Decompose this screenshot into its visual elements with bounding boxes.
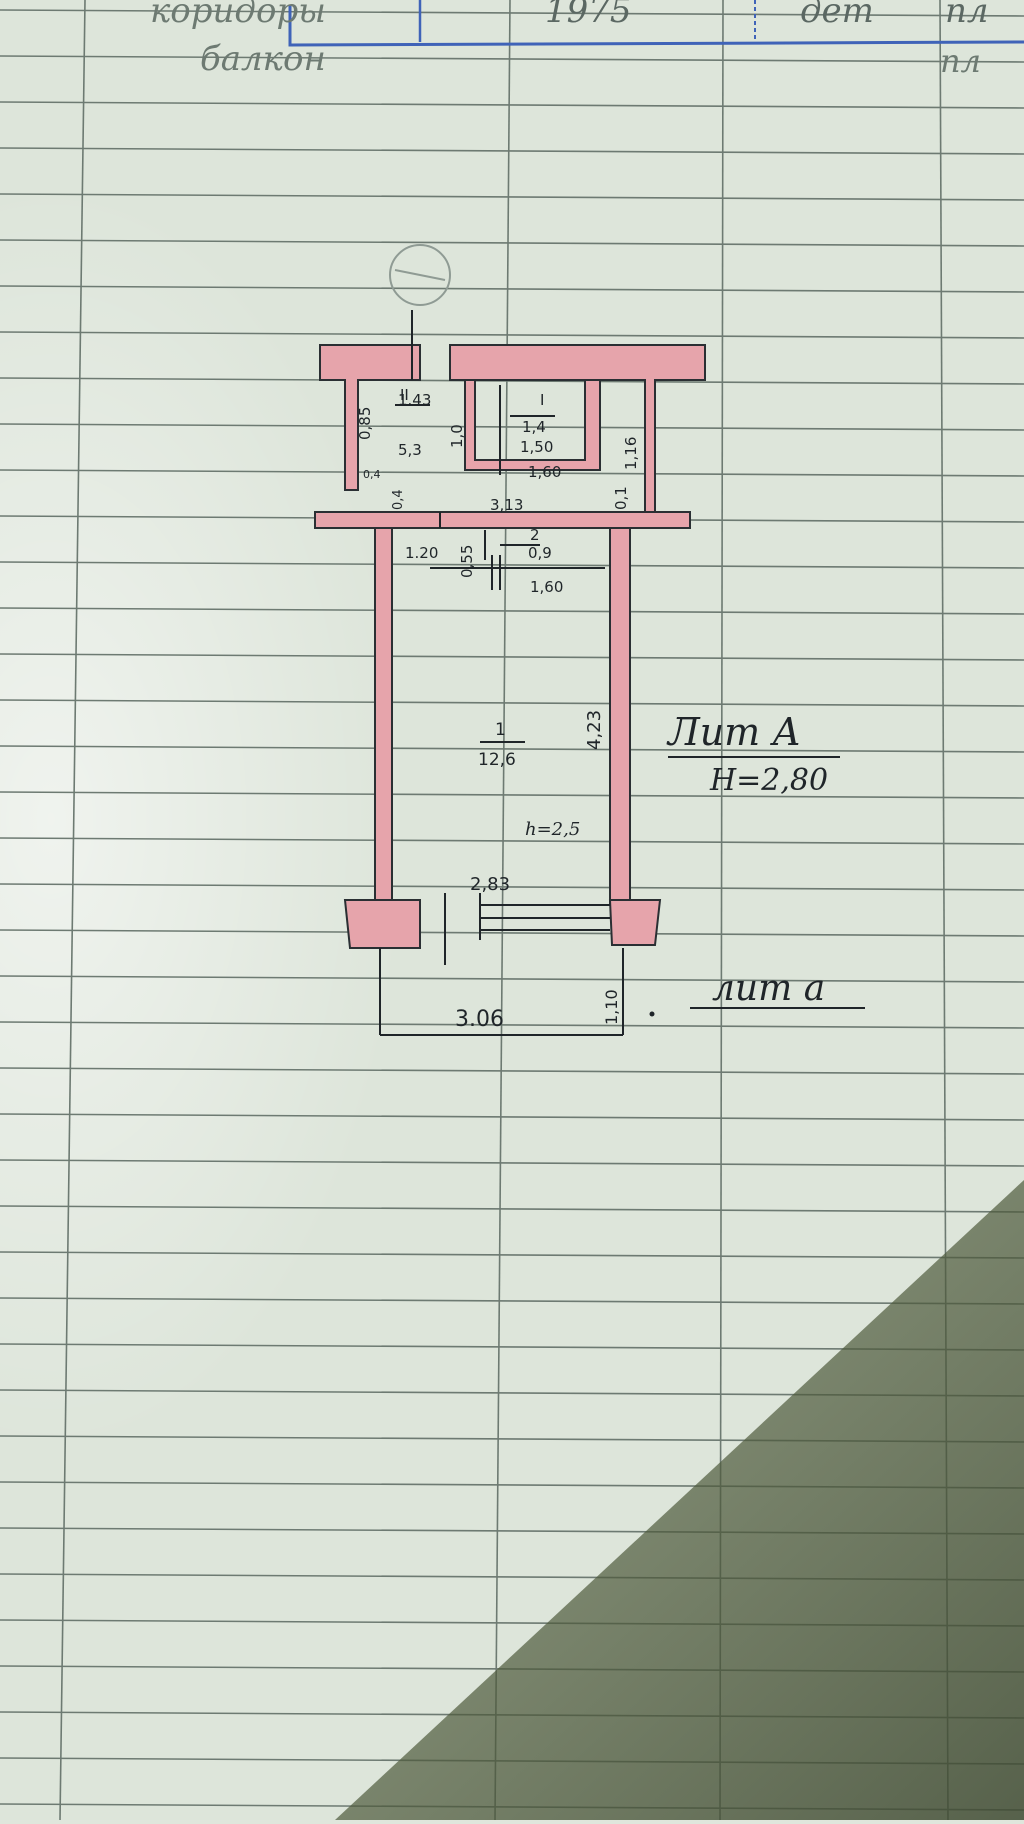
dim-1-20: 1.20 [405, 544, 438, 562]
room-labels: II 5,3 I 1,4 2 0,9 1 12,6 [398, 386, 552, 770]
grid-row-line [0, 607, 1024, 615]
grid-row-line [0, 1205, 1024, 1213]
grid-row-line [0, 331, 1024, 339]
label-height: Н=2,80 [709, 763, 828, 798]
grid-row-line [0, 975, 1024, 983]
wall-bottom-left [343, 899, 421, 949]
grid-row-line [0, 423, 1024, 431]
wall-mid [314, 511, 691, 529]
grid-row-line [0, 55, 1024, 63]
grid-row-line [0, 147, 1024, 155]
ink-dot [649, 1011, 655, 1017]
grid-row-line [0, 239, 1024, 247]
dim-1-43: 1.43 [398, 391, 431, 409]
room-I-number: I [540, 391, 544, 409]
dim-0-1: 0,1 [612, 486, 630, 510]
dim-2-83: 2,83 [470, 874, 510, 895]
dim-1-0: 1,0 [448, 424, 466, 448]
grid-row-line [0, 1067, 1024, 1075]
plan-lines [379, 310, 865, 1036]
dim-0-55: 0,55 [458, 545, 476, 578]
wall-left [374, 527, 393, 906]
grid-row-line [0, 653, 1024, 661]
room-1-number: 1 [495, 720, 506, 740]
header-row1-col3: дет [800, 0, 874, 31]
wall-closet [450, 379, 601, 471]
photo-shadow [335, 1180, 1024, 1820]
grid-row-line [0, 1297, 1024, 1305]
litera-labels: Лит А Н=2,80 лит а [649, 710, 828, 1017]
dim-0-85: 0,85 [356, 407, 374, 440]
dim-3-06: 3.06 [455, 1007, 504, 1032]
header-row2-col4: пл [940, 42, 981, 80]
grid-row-line [0, 101, 1024, 109]
room-2-area: 0,9 [528, 544, 552, 562]
north-arrow [389, 244, 451, 306]
grid-row-line [0, 1251, 1024, 1259]
dimensions: 1.43 0,85 1,0 1,50 1,60 1,16 0,1 0,4 0,4… [356, 391, 640, 1032]
grid-column-line [59, 0, 86, 1821]
wall-top-left [319, 344, 421, 491]
grid-row-line [0, 561, 1024, 569]
grid-row-line [0, 745, 1024, 753]
header-table: коридоры 1975 дет пл балкон пл [150, 0, 1024, 80]
grid-row-line [0, 469, 1024, 477]
grid-row-line [0, 791, 1024, 799]
grid-row-line [0, 883, 1024, 891]
header-row1-col1: коридоры [150, 0, 326, 31]
walls [314, 344, 706, 949]
header-row2-col1: балкон [200, 39, 326, 79]
label-lit-a-upper: Лит А [666, 710, 801, 754]
dim-h: h=2,5 [525, 819, 580, 840]
header-row1-col4: пл [945, 0, 989, 31]
room-II-number: II [400, 386, 409, 404]
dim-1-10: 1,10 [602, 989, 621, 1025]
dim-4-23: 4,23 [584, 710, 605, 750]
room-1-area: 12,6 [478, 750, 516, 770]
dim-1-16: 1,16 [622, 437, 640, 470]
room-2-number: 2 [530, 526, 540, 544]
wall-bottom-right [608, 899, 662, 946]
grid-row-line [0, 9, 1024, 17]
dim-0-4b: 0,4 [391, 489, 406, 510]
grid-row-line [0, 1113, 1024, 1121]
grid-row-line [0, 193, 1024, 201]
grid-column-line [494, 0, 511, 1821]
dim-3-13: 3,13 [490, 496, 523, 514]
dim-1-50: 1,50 [520, 438, 553, 456]
room-II-area: 5,3 [398, 441, 422, 459]
grid-row-line [0, 837, 1024, 845]
wall-right [609, 527, 631, 906]
label-lit-a-lower: лит а [712, 968, 825, 1009]
room-I-area: 1,4 [522, 418, 546, 436]
grid-row-line [0, 1021, 1024, 1029]
dim-1-60-top: 1,60 [528, 463, 561, 481]
grid-row-line [0, 285, 1024, 293]
dim-0-4a: 0,4 [363, 468, 381, 481]
grid-row-line [0, 929, 1024, 937]
grid-row-line [0, 699, 1024, 707]
header-row1-col2: 1975 [545, 0, 632, 31]
dim-1-60-mid: 1,60 [530, 578, 563, 596]
stamp-frame [288, 5, 1024, 47]
grid-row-line [0, 1159, 1024, 1167]
